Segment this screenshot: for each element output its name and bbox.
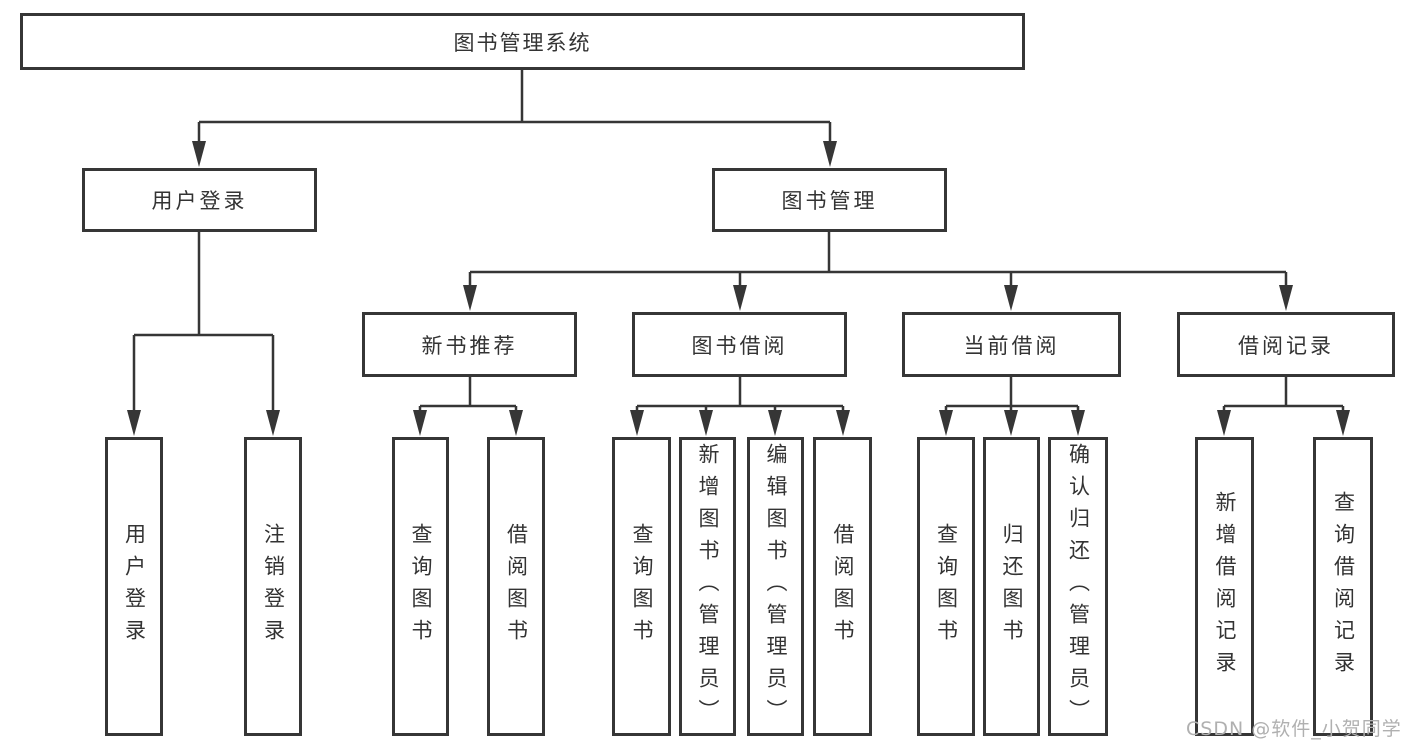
node-label: 当前借阅: [963, 333, 1060, 358]
node-label: 用户登录: [151, 189, 248, 213]
leaf-edit-book-admin: 编辑图书（管理员）: [747, 437, 804, 736]
leaf-query-book-current: 查询图书: [917, 437, 975, 736]
node-label: 图书管理: [781, 189, 878, 213]
node-library-management-system: 图书管理系统: [20, 13, 1025, 70]
leaf-borrow-book: 借阅图书: [813, 437, 872, 736]
leaf-confirm-return-admin: 确认归还（管理员）: [1048, 437, 1108, 736]
leaf-query-book-recommend: 查询图书: [392, 437, 449, 736]
leaf-label: 查询图书: [630, 522, 654, 651]
leaf-label: 查询图书: [409, 522, 433, 651]
leaf-label: 借阅图书: [504, 522, 529, 651]
leaf-label: 编辑图书（管理员）: [764, 442, 788, 731]
node-label: 借阅记录: [1238, 333, 1334, 358]
node-label: 新书推荐: [421, 333, 518, 358]
leaf-query-borrow-record: 查询借阅记录: [1313, 437, 1373, 736]
leaf-label: 新增借阅记录: [1213, 490, 1237, 683]
leaf-query-book-borrow: 查询图书: [612, 437, 671, 736]
leaf-add-borrow-record: 新增借阅记录: [1195, 437, 1254, 736]
leaf-label: 用户登录: [122, 522, 147, 651]
node-new-book-recommend: 新书推荐: [362, 312, 577, 377]
node-label: 图书管理系统: [453, 30, 592, 55]
leaf-user-login: 用户登录: [105, 437, 163, 736]
node-user-login-branch: 用户登录: [82, 168, 317, 232]
leaf-label: 查询图书: [934, 522, 959, 651]
node-book-management-branch: 图书管理: [712, 168, 947, 232]
node-label: 图书借阅: [691, 333, 788, 358]
leaf-label: 注销登录: [261, 522, 286, 651]
leaf-logout: 注销登录: [244, 437, 302, 736]
leaf-label: 确认归还（管理员）: [1066, 442, 1091, 731]
node-borrow-records: 借阅记录: [1177, 312, 1395, 377]
leaf-label: 归还图书: [1000, 522, 1024, 651]
leaf-add-book-admin: 新增图书（管理员）: [679, 437, 736, 736]
leaf-label: 查询借阅记录: [1331, 490, 1356, 683]
node-current-borrow: 当前借阅: [902, 312, 1121, 377]
leaf-label: 新增图书（管理员）: [696, 442, 720, 731]
leaf-label: 借阅图书: [831, 522, 855, 651]
node-book-borrow: 图书借阅: [632, 312, 847, 377]
csdn-watermark: CSDN @软件_小贺同学: [1186, 718, 1402, 740]
leaf-borrow-book-recommend: 借阅图书: [487, 437, 545, 736]
leaf-return-book: 归还图书: [983, 437, 1040, 736]
